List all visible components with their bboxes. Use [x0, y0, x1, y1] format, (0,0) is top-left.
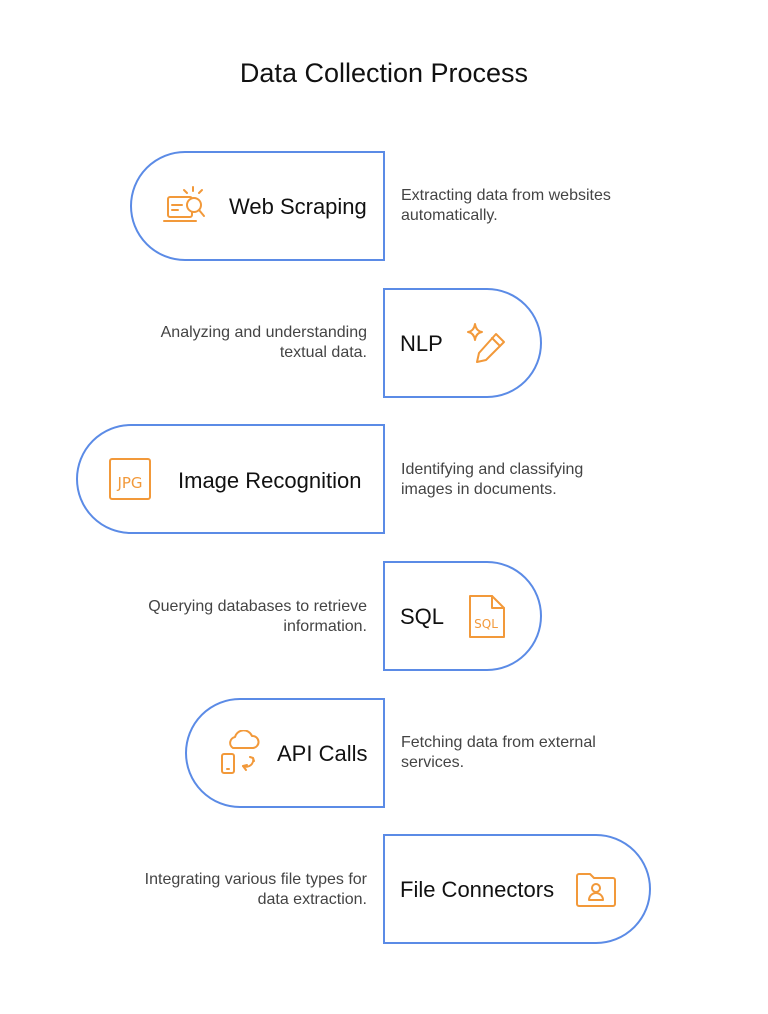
- step-image-recognition-description: Identifying and classifying images in do…: [401, 461, 584, 498]
- web-scraping-icon: [162, 185, 208, 229]
- step-image-recognition-shape: [76, 424, 385, 534]
- step-sql-label: SQL: [400, 604, 445, 629]
- step-nlp-shape: [383, 288, 542, 398]
- step-sql-description: Querying databases to retrieve informati…: [148, 598, 367, 635]
- step-web-scraping-label: Web Scraping: [229, 194, 367, 219]
- svg-text:SQL: SQL: [474, 617, 498, 631]
- step-file-connectors-label: File Connectors: [400, 877, 555, 902]
- folder-user-icon: [575, 870, 619, 910]
- step-api-calls-shape: [185, 698, 385, 808]
- step-nlp-label: NLP: [400, 331, 443, 356]
- sql-file-icon: SQL: [467, 594, 507, 640]
- step-sql-shape: [383, 561, 542, 671]
- step-api-calls-label: API Calls: [277, 741, 368, 766]
- step-api-calls-description: Fetching data from external services.: [401, 734, 596, 771]
- sparkle-pencil-icon: [466, 322, 510, 366]
- jpg-file-icon: JPG: [108, 457, 154, 503]
- svg-text:JPG: JPG: [116, 474, 142, 492]
- page-title: Data Collection Process: [239, 58, 529, 88]
- step-web-scraping-description: Extracting data from websites automatica…: [401, 187, 611, 224]
- cloud-device-sync-icon: [219, 730, 261, 776]
- step-file-connectors-shape: [383, 834, 651, 944]
- step-nlp-description: Analyzing and understanding textual data…: [160, 324, 367, 361]
- step-file-connectors-description: Integrating various file types for data …: [144, 871, 367, 908]
- step-image-recognition-label: Image Recognition: [178, 468, 362, 493]
